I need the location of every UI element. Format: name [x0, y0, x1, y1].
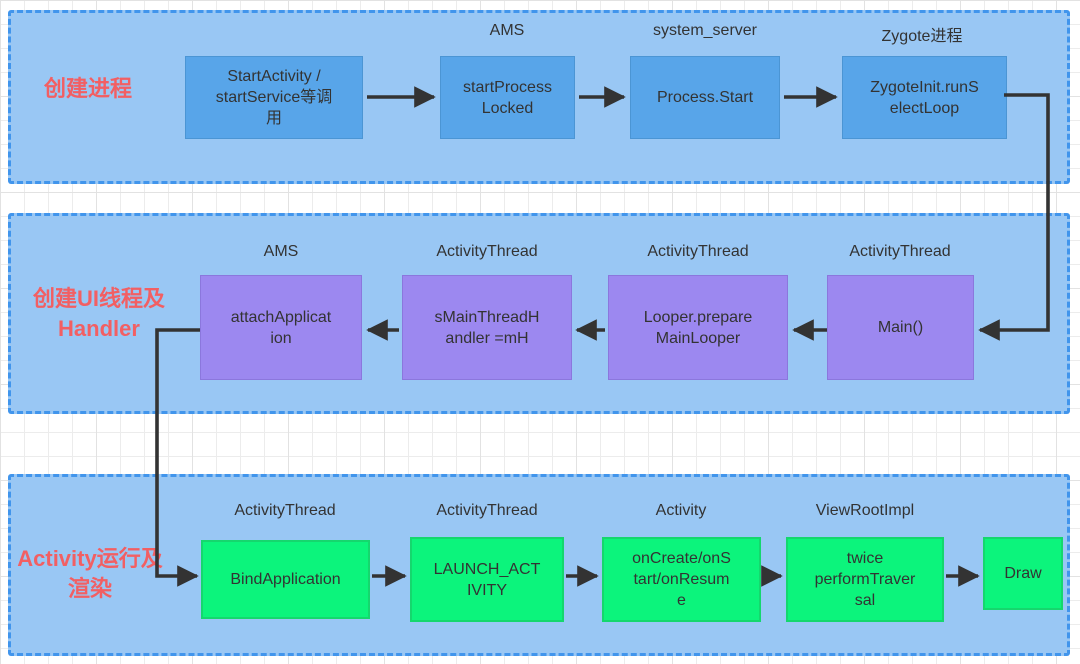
- band-label-create-ui-thread-and-handler: 创建UI线程及 Handler: [32, 286, 165, 341]
- node-title-activity: Activity: [655, 502, 707, 519]
- band-label-activity-run-and-render: Activity运行及 渲染: [17, 546, 163, 601]
- node-title-activity-thread-1: ActivityThread: [436, 243, 538, 260]
- node-zygote-init-run-select-loop: ZygoteInit.runS electLoop: [842, 56, 1007, 139]
- node-start-process-locked: startProcess Locked: [440, 56, 575, 139]
- node-title-ams: AMS: [489, 22, 525, 39]
- node-main: Main(): [827, 275, 974, 380]
- node-title-system-server: system_server: [652, 22, 758, 39]
- node-looper-prepare-main-looper: Looper.prepare MainLooper: [608, 275, 788, 380]
- node-smain-thread-handler: sMainThreadH andler =mH: [402, 275, 572, 380]
- node-attach-application: attachApplicat ion: [200, 275, 362, 380]
- band-label-create-process: 创建进程: [43, 76, 132, 101]
- node-bind-application: BindApplication: [201, 540, 370, 619]
- node-title-zygote-process: Zygote进程: [881, 28, 963, 45]
- node-title-activity-thread-4: ActivityThread: [234, 502, 336, 519]
- node-oncreate-onstart-onresume: onCreate/onS tart/onResum e: [602, 537, 761, 622]
- node-title-view-root-impl: ViewRootImpl: [815, 502, 915, 519]
- node-launch-activity: LAUNCH_ACT IVITY: [410, 537, 564, 622]
- node-title-activity-thread-3: ActivityThread: [849, 243, 951, 260]
- node-start-activity-call: StartActivity / startService等调 用: [185, 56, 363, 139]
- node-title-activity-thread-2: ActivityThread: [647, 243, 749, 260]
- node-twice-perform-traversal: twice performTraver sal: [786, 537, 944, 622]
- node-title-ams-2: AMS: [263, 243, 299, 260]
- node-title-activity-thread-5: ActivityThread: [436, 502, 538, 519]
- node-process-start: Process.Start: [630, 56, 780, 139]
- node-draw: Draw: [983, 537, 1063, 610]
